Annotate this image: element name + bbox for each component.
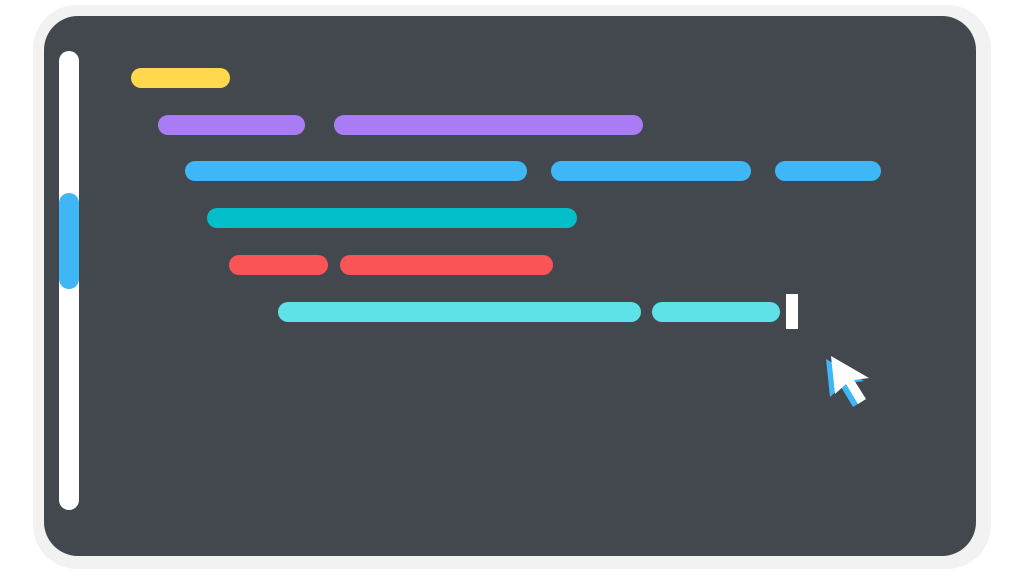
arrow-pointer-icon bbox=[826, 356, 869, 407]
code-line-3 bbox=[0, 161, 1024, 181]
code-token bbox=[334, 115, 643, 135]
code-token bbox=[775, 161, 881, 181]
text-caret-icon bbox=[786, 294, 798, 329]
code-token bbox=[278, 302, 641, 322]
code-token bbox=[229, 255, 328, 275]
code-line-6 bbox=[0, 302, 1024, 322]
code-editor[interactable] bbox=[44, 16, 976, 556]
code-line-5 bbox=[0, 255, 1024, 275]
code-token bbox=[652, 302, 780, 322]
code-token bbox=[207, 208, 577, 228]
scrollbar-thumb[interactable] bbox=[59, 193, 79, 289]
code-line-1 bbox=[0, 68, 1024, 88]
code-line-2 bbox=[0, 115, 1024, 135]
code-token bbox=[340, 255, 553, 275]
scrollbar-track[interactable] bbox=[59, 51, 79, 510]
code-line-4 bbox=[0, 208, 1024, 228]
code-token bbox=[158, 115, 305, 135]
code-token bbox=[131, 68, 230, 88]
code-token bbox=[185, 161, 527, 181]
code-token bbox=[551, 161, 751, 181]
